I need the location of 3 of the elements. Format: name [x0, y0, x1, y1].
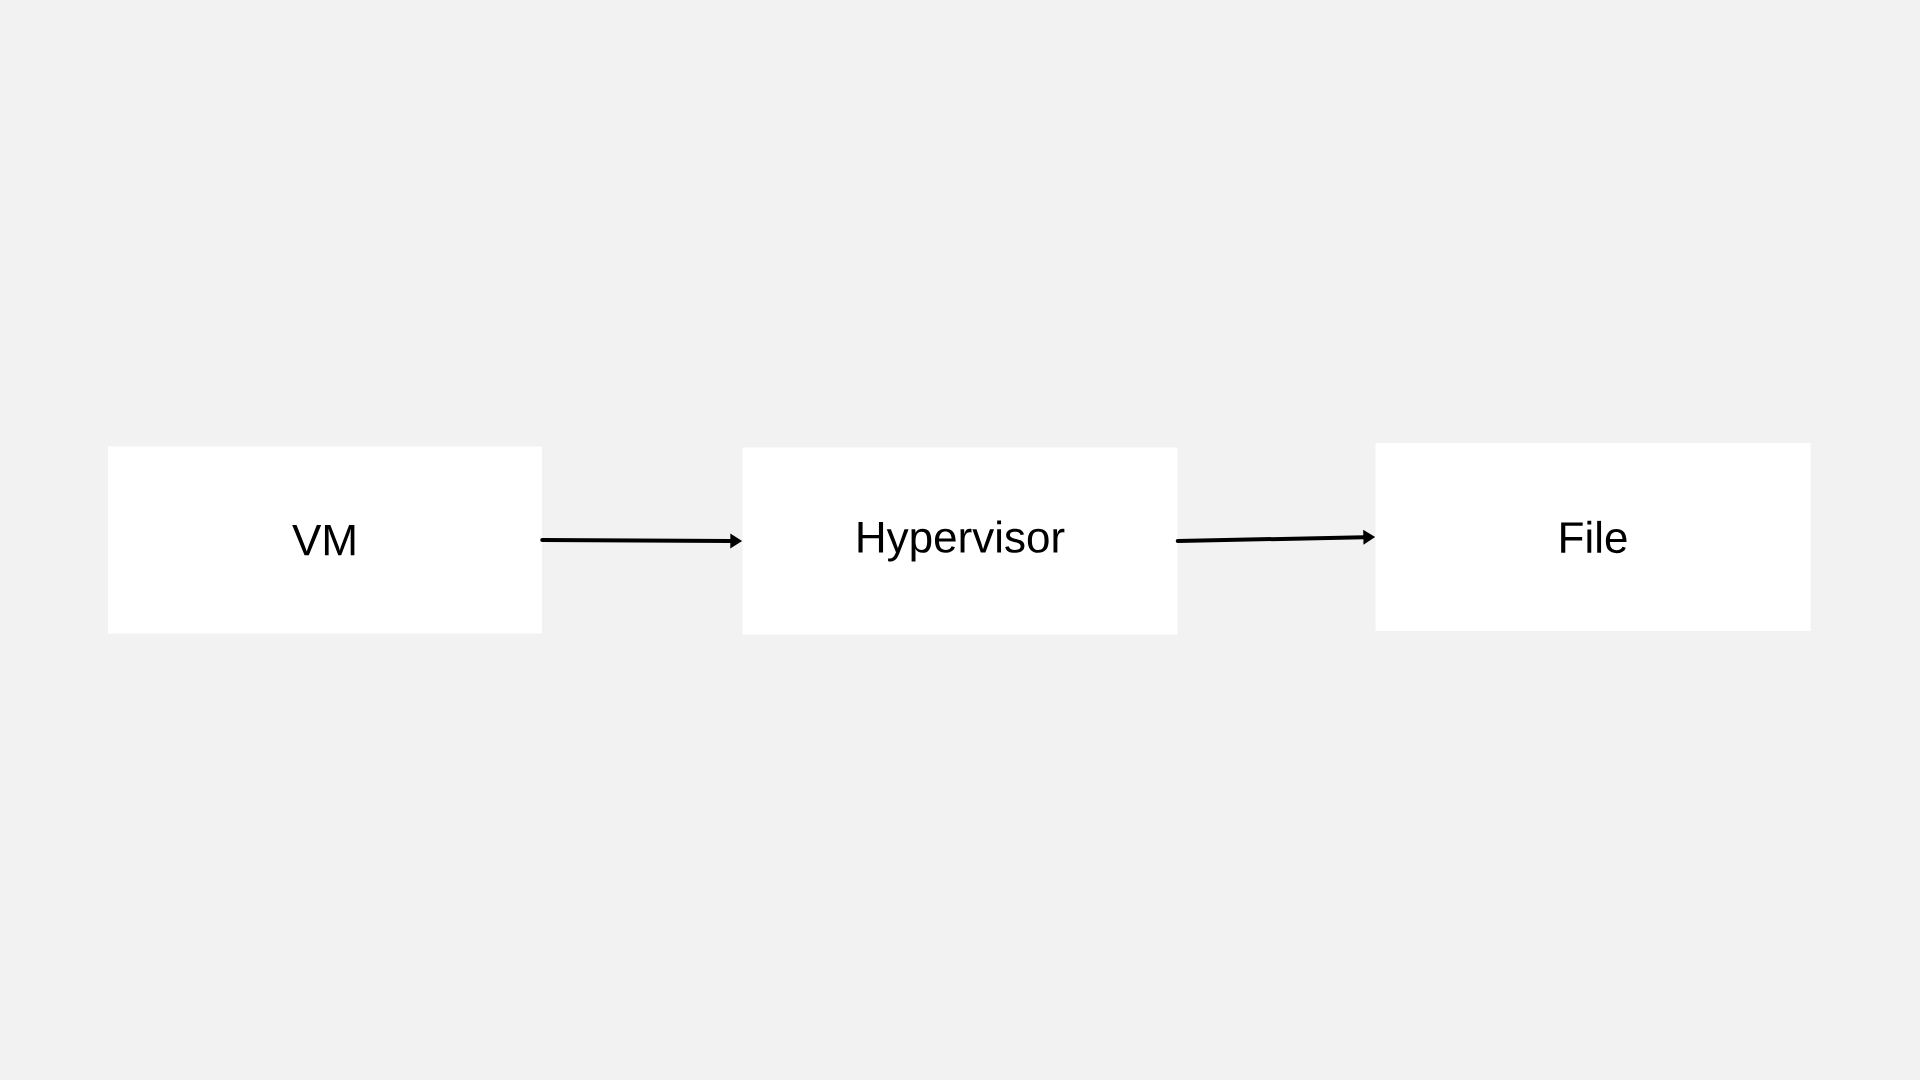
process-box: File [1375, 443, 1811, 631]
process-box: VM [108, 446, 542, 634]
process-box: Hypervisor [742, 447, 1178, 635]
